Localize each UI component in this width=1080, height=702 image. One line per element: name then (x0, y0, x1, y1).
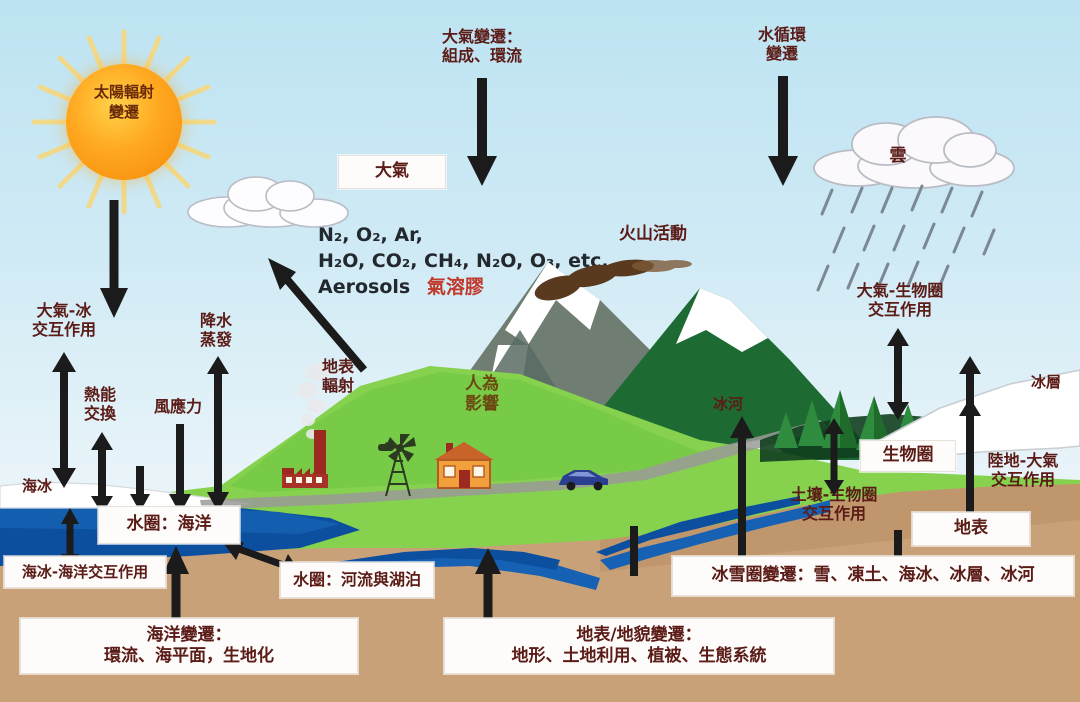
solar-radiation-arrow (100, 200, 128, 318)
land-surface-box: 地表 (912, 512, 1030, 546)
sea-ice-label: 海冰 (21, 477, 52, 495)
volcanic-activity-label: 火山活動 (619, 224, 687, 244)
cloud-left-icon (187, 176, 349, 228)
solar-radiation-change-label: 太陽輻射 變遷 (93, 83, 154, 122)
windmill-icon (378, 434, 416, 497)
land-surface-change-box: 地表/地貌變遷： 地形、土地利用、植被、生態系統 (444, 618, 834, 674)
atmosphere-change-label: 大氣變遷： 組成、環流 (441, 27, 522, 65)
cryosphere-change-box: 冰雪圈變遷：雪、凍土、海冰、冰層、冰河 (672, 556, 1074, 596)
land-surface-change-connector (630, 526, 638, 576)
precipitation-evaporation-arrow (207, 356, 229, 512)
sea-ice-ocean-interaction-box: 海冰-海洋交互作用 (4, 556, 166, 588)
composition-line-1: N₂, O₂, Ar, (318, 224, 423, 246)
soil-biosphere-interaction-arrow (824, 418, 844, 496)
heat-exchange-label: 熱能 交換 (83, 385, 116, 423)
volcanic-plume-icon (534, 259, 692, 301)
hydrosphere-ocean-box: 水圈：海洋 (98, 506, 240, 544)
ice-sheet-label: 冰層 (1030, 373, 1061, 391)
factory-icon (282, 430, 328, 488)
atmosphere-change-arrow (467, 78, 497, 186)
heat-exchange-arrow (91, 432, 113, 514)
house-icon (434, 442, 494, 489)
land-surface-arrow (959, 356, 981, 532)
cloud-right-icon (813, 116, 1015, 189)
rain-icon (816, 184, 996, 292)
biosphere-box: 生物圈 (860, 440, 956, 472)
aerosols-zh: 氣溶膠 (426, 276, 484, 299)
factory-smoke-icon (297, 363, 331, 439)
land-atmosphere-interaction-label: 陸地-大氣 交互作用 (987, 451, 1059, 489)
surface-radiation-label: 地表 輻射 (321, 357, 354, 395)
surface-radiation-arrow (268, 258, 368, 373)
human-influence-label: 人為 影響 (465, 374, 499, 415)
sun-disc-icon (66, 64, 182, 180)
car-icon (559, 470, 608, 491)
cloud-label: 雲 (889, 146, 907, 166)
glacier-label: 冰河 (712, 395, 743, 413)
atmosphere-biosphere-interaction-arrow (887, 328, 909, 420)
ocean-change-box: 海洋變遷： 環流、海平面，生地化 (20, 618, 358, 674)
wind-stress-arrow (169, 424, 191, 514)
sun-graphic: 太陽輻射 變遷 (18, 22, 228, 222)
atmosphere-ice-interaction-arrow (52, 352, 76, 488)
atmosphere-box: 大氣 (338, 155, 446, 189)
aerosols-en: Aerosols (318, 276, 411, 299)
atmosphere-ice-interaction-label: 大氣-冰 交互作用 (31, 301, 96, 339)
water-cycle-change-arrow (768, 76, 798, 186)
atmosphere-biosphere-interaction-label: 大氣-生物圈 交互作用 (856, 281, 944, 319)
downward-flux-arrow-1 (130, 466, 150, 512)
hydrosphere-rivers-lakes-box: 水圈：河流與湖泊 (280, 562, 434, 598)
glacier-arrow (730, 416, 754, 562)
wind-stress-label: 風應力 (153, 397, 202, 416)
water-cycle-change-label: 水循環 變遷 (757, 25, 806, 63)
precipitation-evaporation-label: 降水 蒸發 (199, 311, 232, 349)
